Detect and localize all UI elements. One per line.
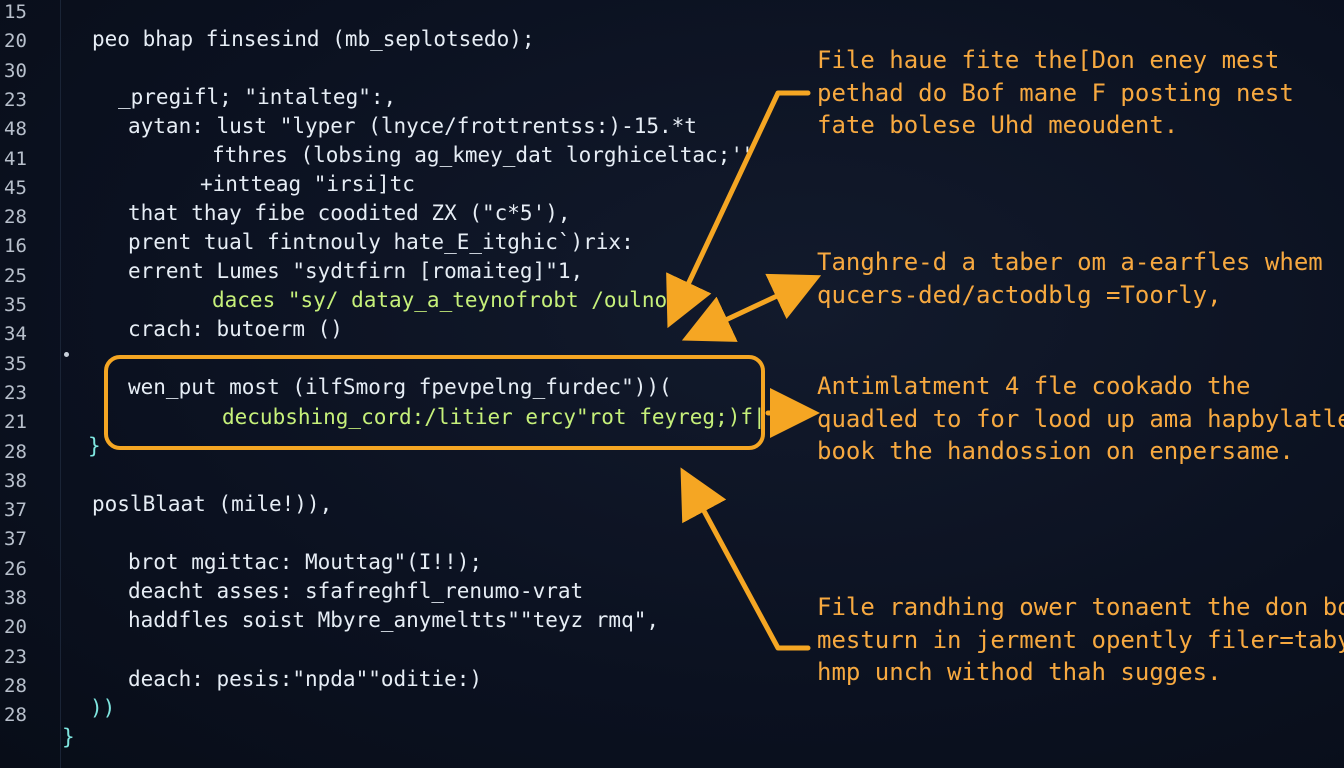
line-number: 41: [4, 147, 27, 170]
line-number: 16: [4, 235, 27, 258]
code-line[interactable]: brot mgittac: Mouttag"(I!!);: [128, 550, 483, 574]
line-number: 28: [4, 674, 27, 697]
line-number-gutter: 15 20 30 23 48 41 45 28 16 25 35 34 35 23 21 28 38 37 37 26…: [0, 0, 61, 768]
line-number: 35: [4, 352, 27, 375]
line-number: 35: [4, 294, 27, 316]
line-number: 21: [4, 411, 27, 434]
line-number: 38: [4, 587, 27, 609]
code-line[interactable]: peo bhap finsesind (mb_seplotsedo);: [92, 27, 535, 51]
line-number: 26: [4, 557, 27, 580]
line-number: 48: [4, 118, 27, 141]
line-number: 30: [4, 59, 27, 82]
line-number: 28: [4, 206, 27, 229]
line-number: 34: [4, 323, 27, 346]
arrow-1: [666, 90, 811, 329]
code-line[interactable]: deacht asses: sfafreghfl_renumo-vrat: [128, 579, 584, 603]
annotation-note-4: File randhing ower tonaent the don bo me…: [817, 593, 1344, 686]
code-line[interactable]: _pregifl; "intalteg":,: [118, 85, 397, 109]
code-line[interactable]: errent Lumes "sydtfirn [romaiteg]"1,: [128, 259, 584, 283]
line-number: 37: [4, 499, 27, 522]
code-line[interactable]: crach: butoerm (): [128, 317, 343, 341]
breakpoint-dot[interactable]: [64, 352, 69, 357]
arrow-2: [681, 273, 822, 342]
code-line[interactable]: poslBlaat (mile!)),: [92, 492, 333, 516]
code-line[interactable]: fthres (lobsing ag_kmey_dat lorghiceltac…: [212, 143, 756, 167]
code-line[interactable]: }: [62, 725, 75, 749]
code-line[interactable]: aytan: lust "lyper (lnyce/frottrentss:)-…: [128, 114, 697, 138]
line-number: 20: [4, 616, 27, 639]
code-line[interactable]: )): [90, 696, 116, 720]
line-number: 28: [4, 440, 27, 463]
code-line[interactable]: +intteag "irsi]tc: [200, 172, 415, 196]
annotation-note-3: Antimlatment 4 fle cookado the quadled t…: [817, 372, 1344, 465]
line-number: 23: [4, 381, 27, 404]
code-line[interactable]: deach: pesis:"npda""oditie:): [128, 667, 483, 691]
highlight-box: [104, 355, 765, 450]
code-line[interactable]: wen_put most (ilfSmorg fpevpelng_furdec"…: [128, 375, 672, 399]
line-number: 25: [4, 264, 27, 287]
annotation-note-1: File haue fite the[Don eney mest pethad …: [817, 46, 1294, 139]
line-number: 28: [4, 704, 27, 727]
line-number: 45: [4, 176, 27, 199]
line-number: 15: [4, 1, 27, 23]
code-line[interactable]: prent tual fintnouly hate_E_itghic`)rix:: [128, 230, 634, 254]
line-number: 37: [4, 528, 27, 551]
code-line[interactable]: that thay fibe coodited ZX ("c*5'),: [128, 201, 571, 225]
code-line[interactable]: decubshing_cord:/litier ercy"rot feyreg;…: [222, 405, 766, 429]
line-number: 38: [4, 469, 27, 492]
annotation-note-2: Tanghre-d a taber om a-earfles whem quce…: [817, 248, 1323, 309]
code-line[interactable]: haddfles soist Mbyre_anymeltts""teyz rmq…: [128, 608, 660, 632]
code-line[interactable]: }: [88, 434, 101, 458]
line-number: 20: [4, 30, 27, 53]
arrow-4: [680, 467, 811, 651]
line-number: 23: [4, 645, 27, 668]
line-number: 23: [4, 88, 27, 111]
